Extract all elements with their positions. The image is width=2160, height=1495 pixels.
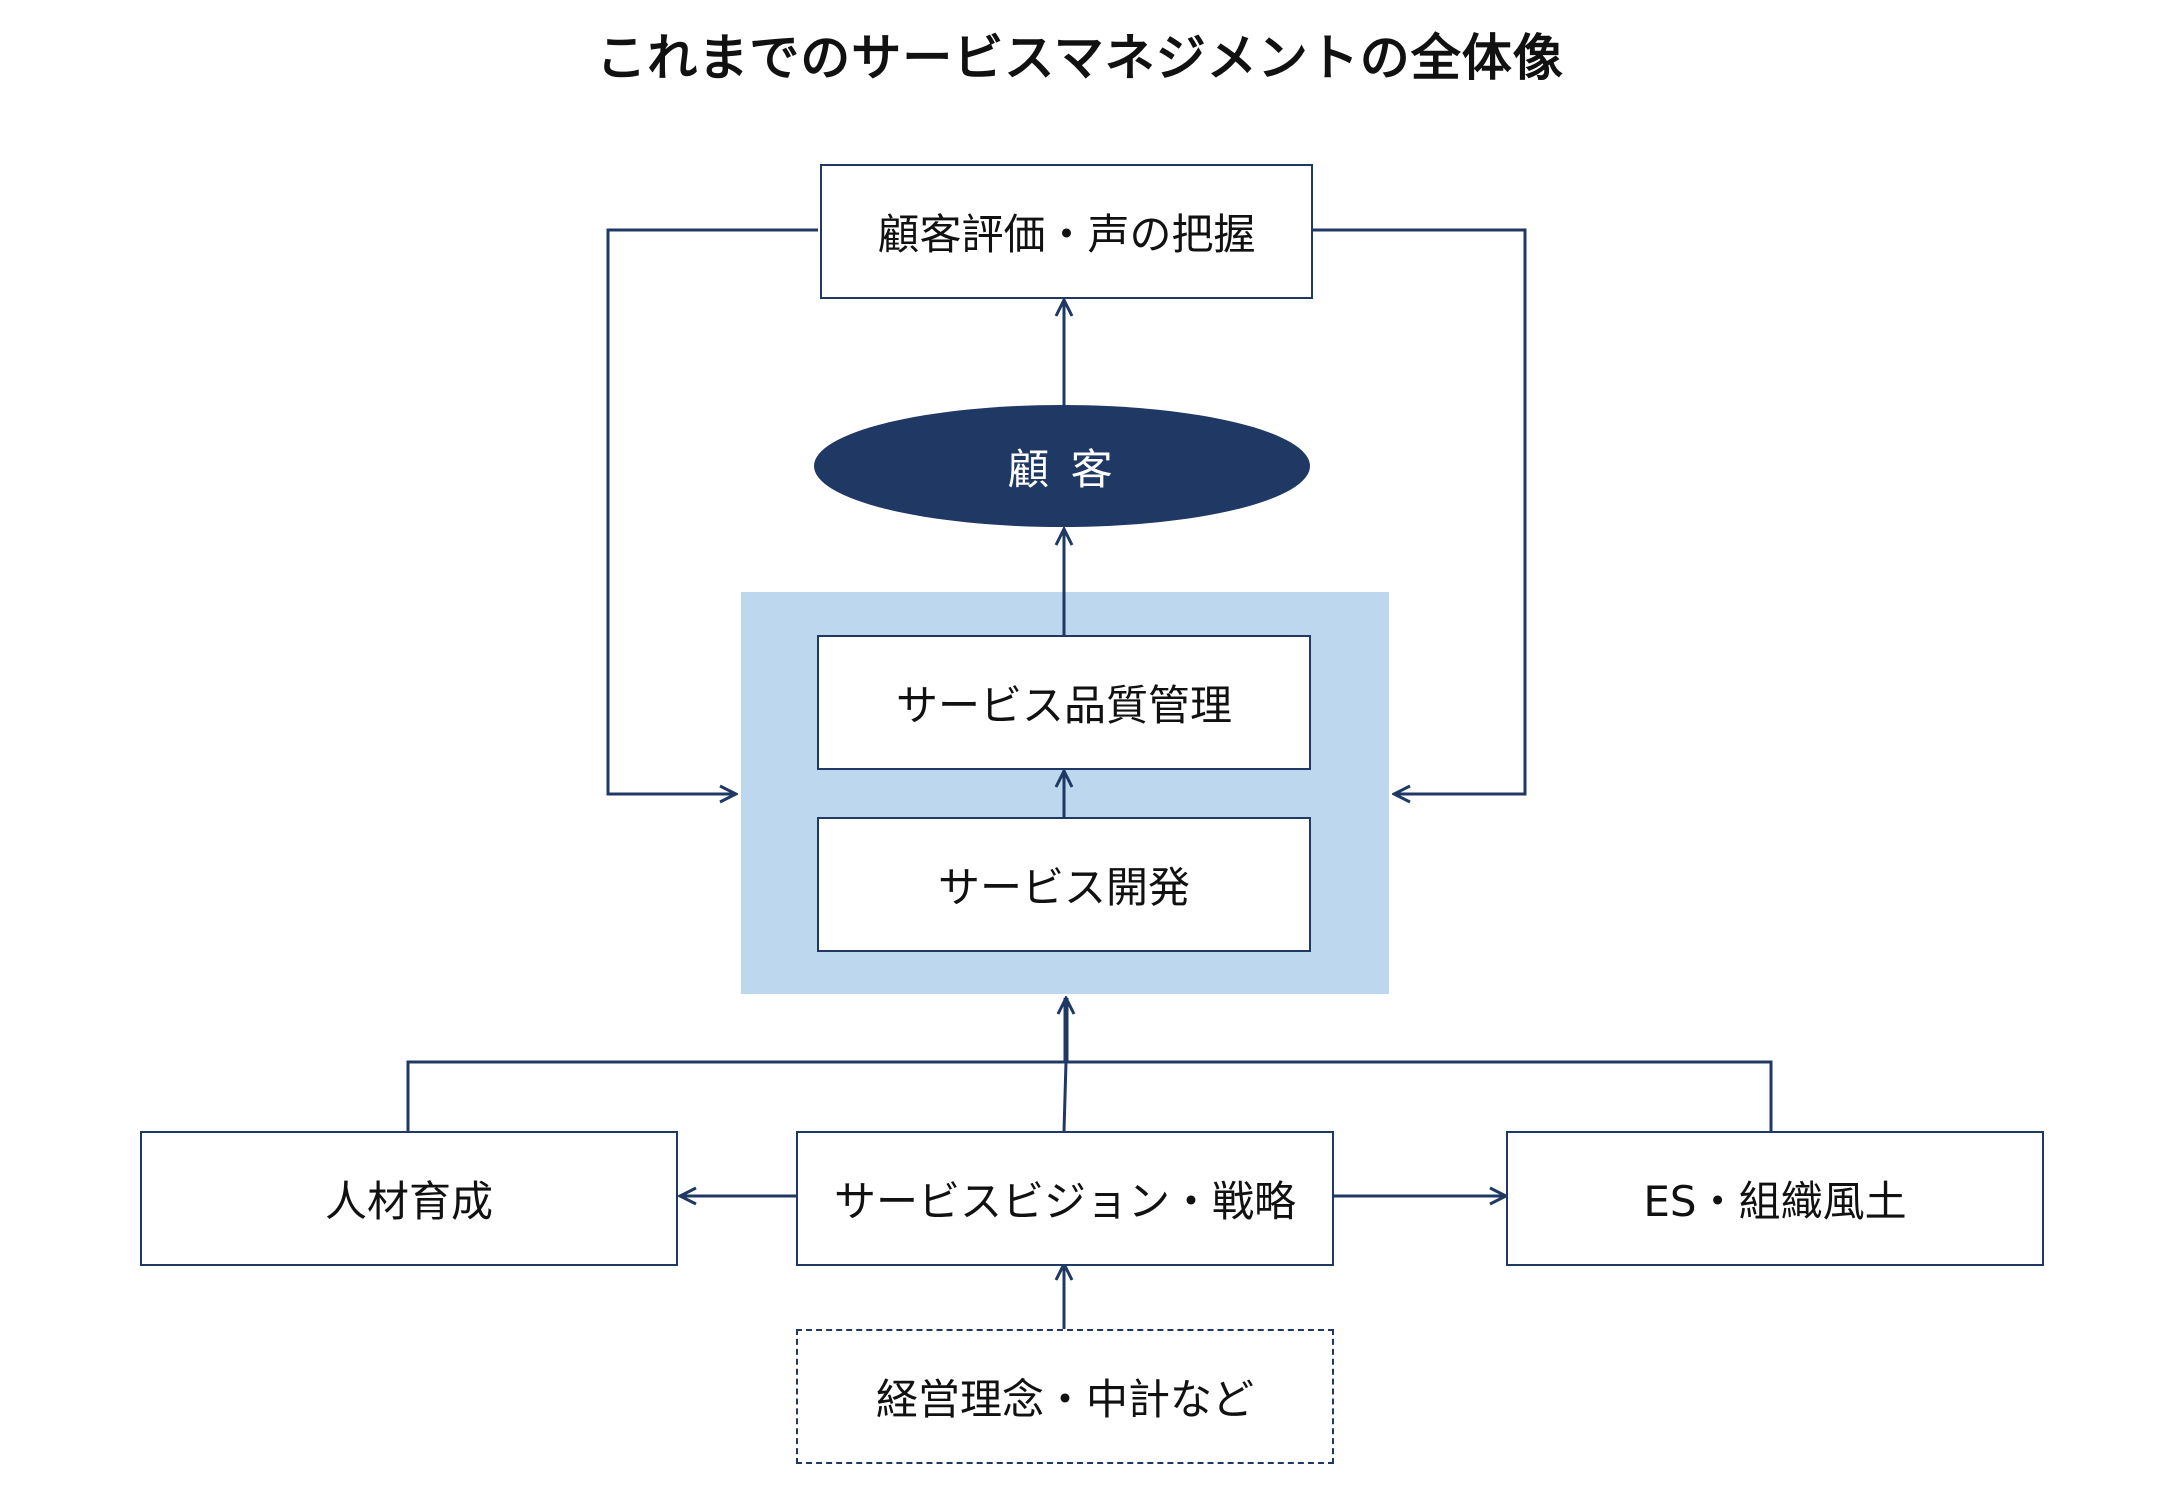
service-quality-box: サービス品質管理	[817, 635, 1311, 770]
feedback-loop-left	[606, 228, 818, 794]
diagram-title: これまでのサービスマネジメントの全体像	[596, 29, 1564, 87]
customer-ellipse: 顧 客	[814, 405, 1310, 527]
feedback-loop-right	[1311, 228, 1527, 794]
hr-development-label: 人材育成	[324, 1177, 493, 1226]
voice-of-customer-box: 顧客評価・声の把握	[820, 164, 1313, 299]
es-culture-box: ES・組織風土	[1506, 1131, 2044, 1266]
support-line-es	[1066, 1060, 1773, 1131]
es-culture-label: ES・組織風土	[1643, 1177, 1907, 1226]
hr-development-box: 人材育成	[140, 1131, 678, 1266]
service-development-box: サービス開発	[817, 817, 1311, 952]
service-development-label: サービス開発	[937, 863, 1190, 912]
service-quality-label: サービス品質管理	[895, 681, 1232, 730]
management-philosophy-box: 経営理念・中計など	[796, 1329, 1334, 1464]
support-line-hr	[406, 1060, 1066, 1131]
management-philosophy-label: 経営理念・中計など	[875, 1375, 1254, 1424]
voice-of-customer-label: 顧客評価・声の把握	[877, 210, 1256, 259]
service-vision-box: サービスビジョン・戦略	[796, 1131, 1334, 1266]
support-line-vision	[1062, 1061, 1068, 1132]
customer-label: 顧 客	[1007, 444, 1117, 494]
service-vision-label: サービスビジョン・戦略	[833, 1177, 1296, 1226]
